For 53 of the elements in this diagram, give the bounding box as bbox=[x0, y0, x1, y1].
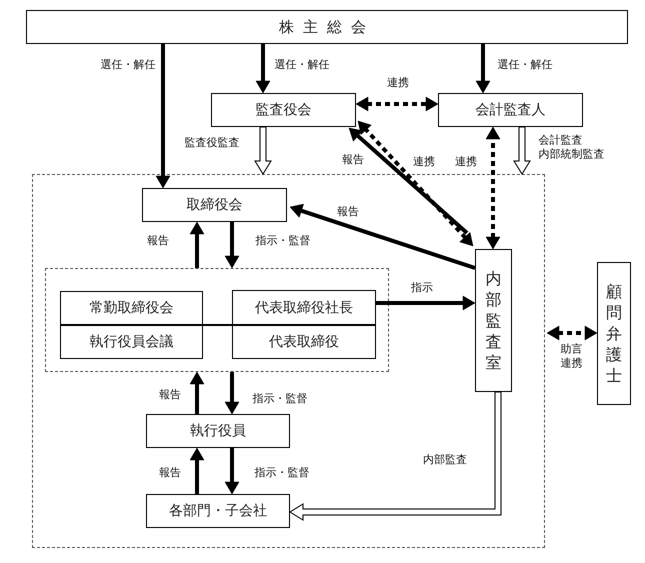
edge-label: 指示・監督 bbox=[252, 392, 308, 406]
edge-label: 監査役監査 bbox=[184, 136, 240, 150]
edge-label: 報告 bbox=[159, 388, 181, 402]
edge-label: 指示・監督 bbox=[254, 466, 310, 480]
org-box: 会計監査人 bbox=[438, 93, 583, 127]
arrow bbox=[290, 204, 476, 270]
edge-label: 報告 bbox=[337, 204, 359, 220]
dashed-arrow bbox=[358, 120, 474, 246]
arrow bbox=[190, 448, 204, 494]
org-box: 各部門・子会社 bbox=[146, 494, 290, 528]
dashed-region bbox=[32, 174, 545, 548]
org-box: 執行役員 bbox=[146, 414, 290, 448]
arrow bbox=[476, 44, 490, 94]
edge-label: 内部監査 bbox=[423, 452, 467, 468]
edge-label: 連携 bbox=[387, 76, 409, 90]
org-box: 常勤取締役会 bbox=[60, 291, 203, 325]
arrow bbox=[156, 44, 170, 188]
edge-label: 助言連携 bbox=[560, 342, 584, 372]
org-box: 執行役員会議 bbox=[60, 325, 203, 359]
hollow-arrow bbox=[513, 126, 531, 175]
arrow bbox=[224, 222, 240, 268]
edge-label: 報告 bbox=[147, 234, 169, 248]
hollow-arrow bbox=[289, 392, 502, 521]
edge-label: 選任・解任 bbox=[274, 58, 330, 72]
connector-line bbox=[203, 324, 232, 326]
arrow bbox=[224, 448, 240, 494]
org-box: 監査役会 bbox=[211, 93, 356, 127]
hollow-arrow bbox=[254, 126, 272, 175]
edge-label: 会計監査内部統制監査 bbox=[538, 134, 606, 162]
arrow bbox=[190, 222, 204, 268]
edge-label: 報告 bbox=[342, 152, 364, 168]
edge-label: 報告 bbox=[159, 466, 181, 480]
vertical-box: 内部監査室 bbox=[475, 249, 512, 392]
dashed-region bbox=[45, 268, 389, 372]
edge-label: 指示・監督 bbox=[256, 234, 310, 248]
org-box: 株主総会 bbox=[26, 10, 628, 44]
arrow bbox=[224, 372, 240, 414]
org-box: 代表取締役社長 bbox=[232, 290, 376, 325]
arrow bbox=[190, 372, 204, 414]
org-box: 取締役会 bbox=[142, 188, 287, 222]
vertical-box: 顧問弁護士 bbox=[597, 262, 631, 405]
arrow bbox=[376, 296, 476, 310]
org-box: 代表取締役 bbox=[232, 325, 376, 359]
edge-label: 選任・解任 bbox=[498, 58, 552, 72]
dashed-arrow bbox=[356, 96, 438, 112]
edge-label: 連携 bbox=[455, 154, 477, 170]
arrow bbox=[348, 128, 468, 234]
edge-label: 連携 bbox=[413, 154, 435, 170]
arrow bbox=[256, 44, 270, 94]
dashed-arrow bbox=[546, 326, 598, 340]
edge-label: 指示 bbox=[411, 280, 433, 296]
dashed-arrow bbox=[486, 126, 500, 250]
edge-label: 選任・解任 bbox=[100, 58, 156, 72]
